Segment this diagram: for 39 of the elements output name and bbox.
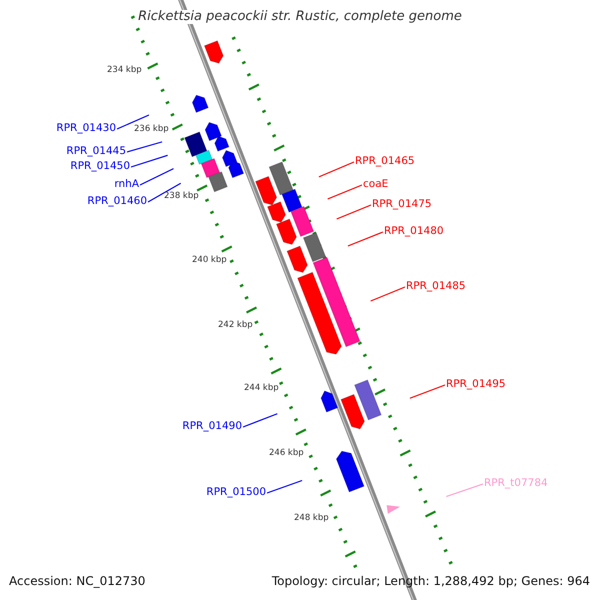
gene-label: rnhA	[114, 177, 139, 191]
gene-label: RPR_01475	[372, 197, 432, 211]
gene-label: RPR_01500	[206, 485, 266, 499]
scale-label: 246 kbp	[269, 447, 304, 460]
genome-stats-text: Topology: circular; Length: 1,288,492 bp; Genes: 964	[272, 574, 590, 588]
gene-label: RPR_01445	[66, 144, 126, 158]
scale-label: 234 kbp	[107, 64, 142, 77]
accession-text: Accession: NC_012730	[9, 574, 146, 588]
leader-line	[327, 184, 362, 200]
gene-label: RPR_01490	[182, 419, 242, 433]
leader-line	[348, 231, 384, 247]
leader-line	[116, 114, 150, 130]
gene-label: RPR_01495	[446, 377, 506, 391]
gene-label: RPR_t07784	[484, 476, 548, 490]
leader-line	[410, 384, 446, 399]
gene-label: RPR_01480	[384, 224, 444, 238]
gene-label: coaE	[363, 177, 388, 191]
leader-line	[266, 480, 302, 494]
scale-label: 238 kbp	[164, 190, 199, 203]
gene-label: RPR_01450	[70, 159, 130, 173]
scale-label: 248 kbp	[294, 512, 329, 525]
leader-line	[242, 413, 278, 428]
scale-label: 240 kbp	[192, 254, 227, 267]
gene-label: RPR_01485	[406, 279, 466, 293]
leader-line	[318, 162, 354, 178]
leader-line	[140, 168, 174, 186]
leader-line	[336, 204, 372, 220]
scale-label: 236 kbp	[134, 123, 169, 136]
scale-label: 242 kbp	[218, 319, 253, 332]
leader-line	[126, 141, 162, 153]
leader-line	[370, 286, 406, 302]
leader-line	[130, 154, 168, 168]
gene-label: RPR_01430	[56, 121, 116, 135]
leader-line	[446, 483, 484, 497]
leader-line	[148, 182, 182, 202]
scale-label: 244 kbp	[244, 382, 279, 395]
gene-label: RPR_01460	[87, 194, 147, 208]
diagram-title: Rickettsia peacockii str. Rustic, complete genome	[136, 10, 464, 24]
gene-label: RPR_01465	[355, 154, 415, 168]
